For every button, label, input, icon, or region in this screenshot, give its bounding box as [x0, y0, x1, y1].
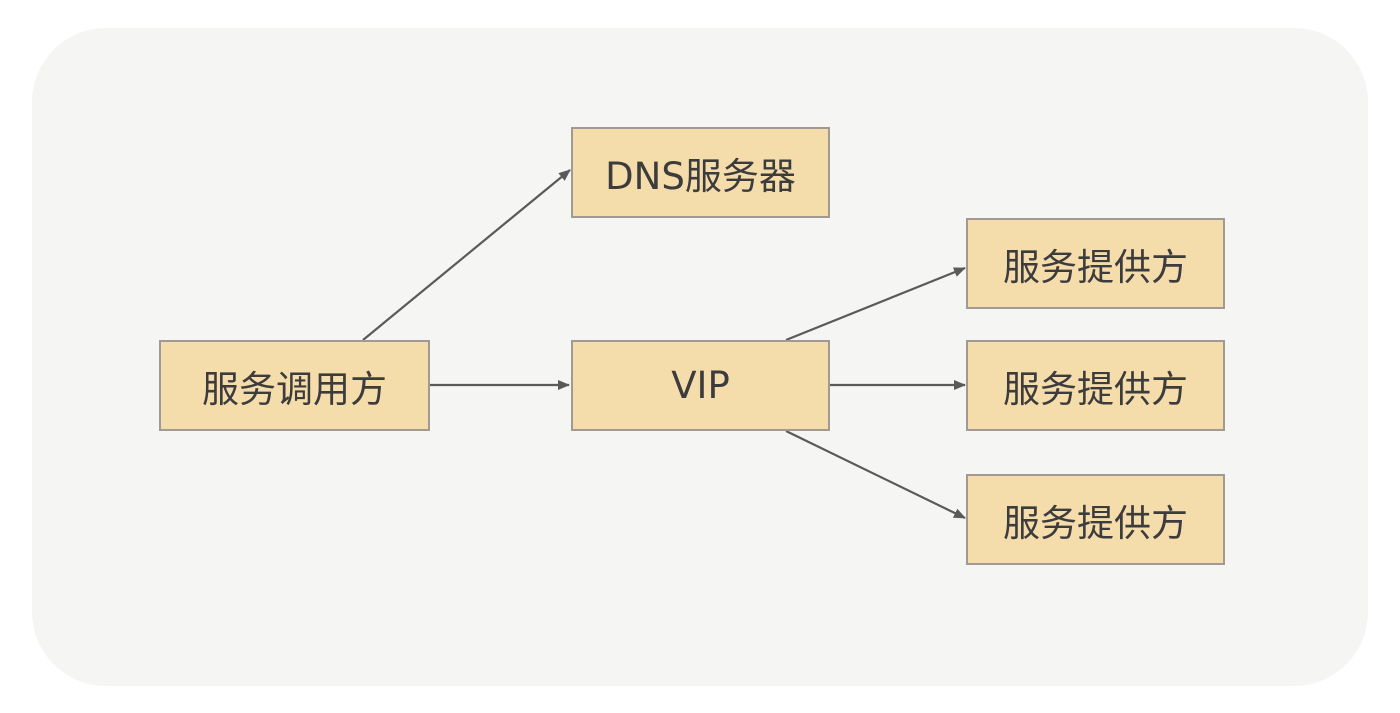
node-vip: VIP [571, 340, 830, 431]
node-service-provider-3: 服务提供方 [966, 474, 1225, 565]
node-service-caller: 服务调用方 [159, 340, 430, 431]
node-dns-server: DNS服务器 [571, 127, 830, 218]
node-service-provider-2: 服务提供方 [966, 340, 1225, 431]
node-service-provider-1: 服务提供方 [966, 218, 1225, 309]
